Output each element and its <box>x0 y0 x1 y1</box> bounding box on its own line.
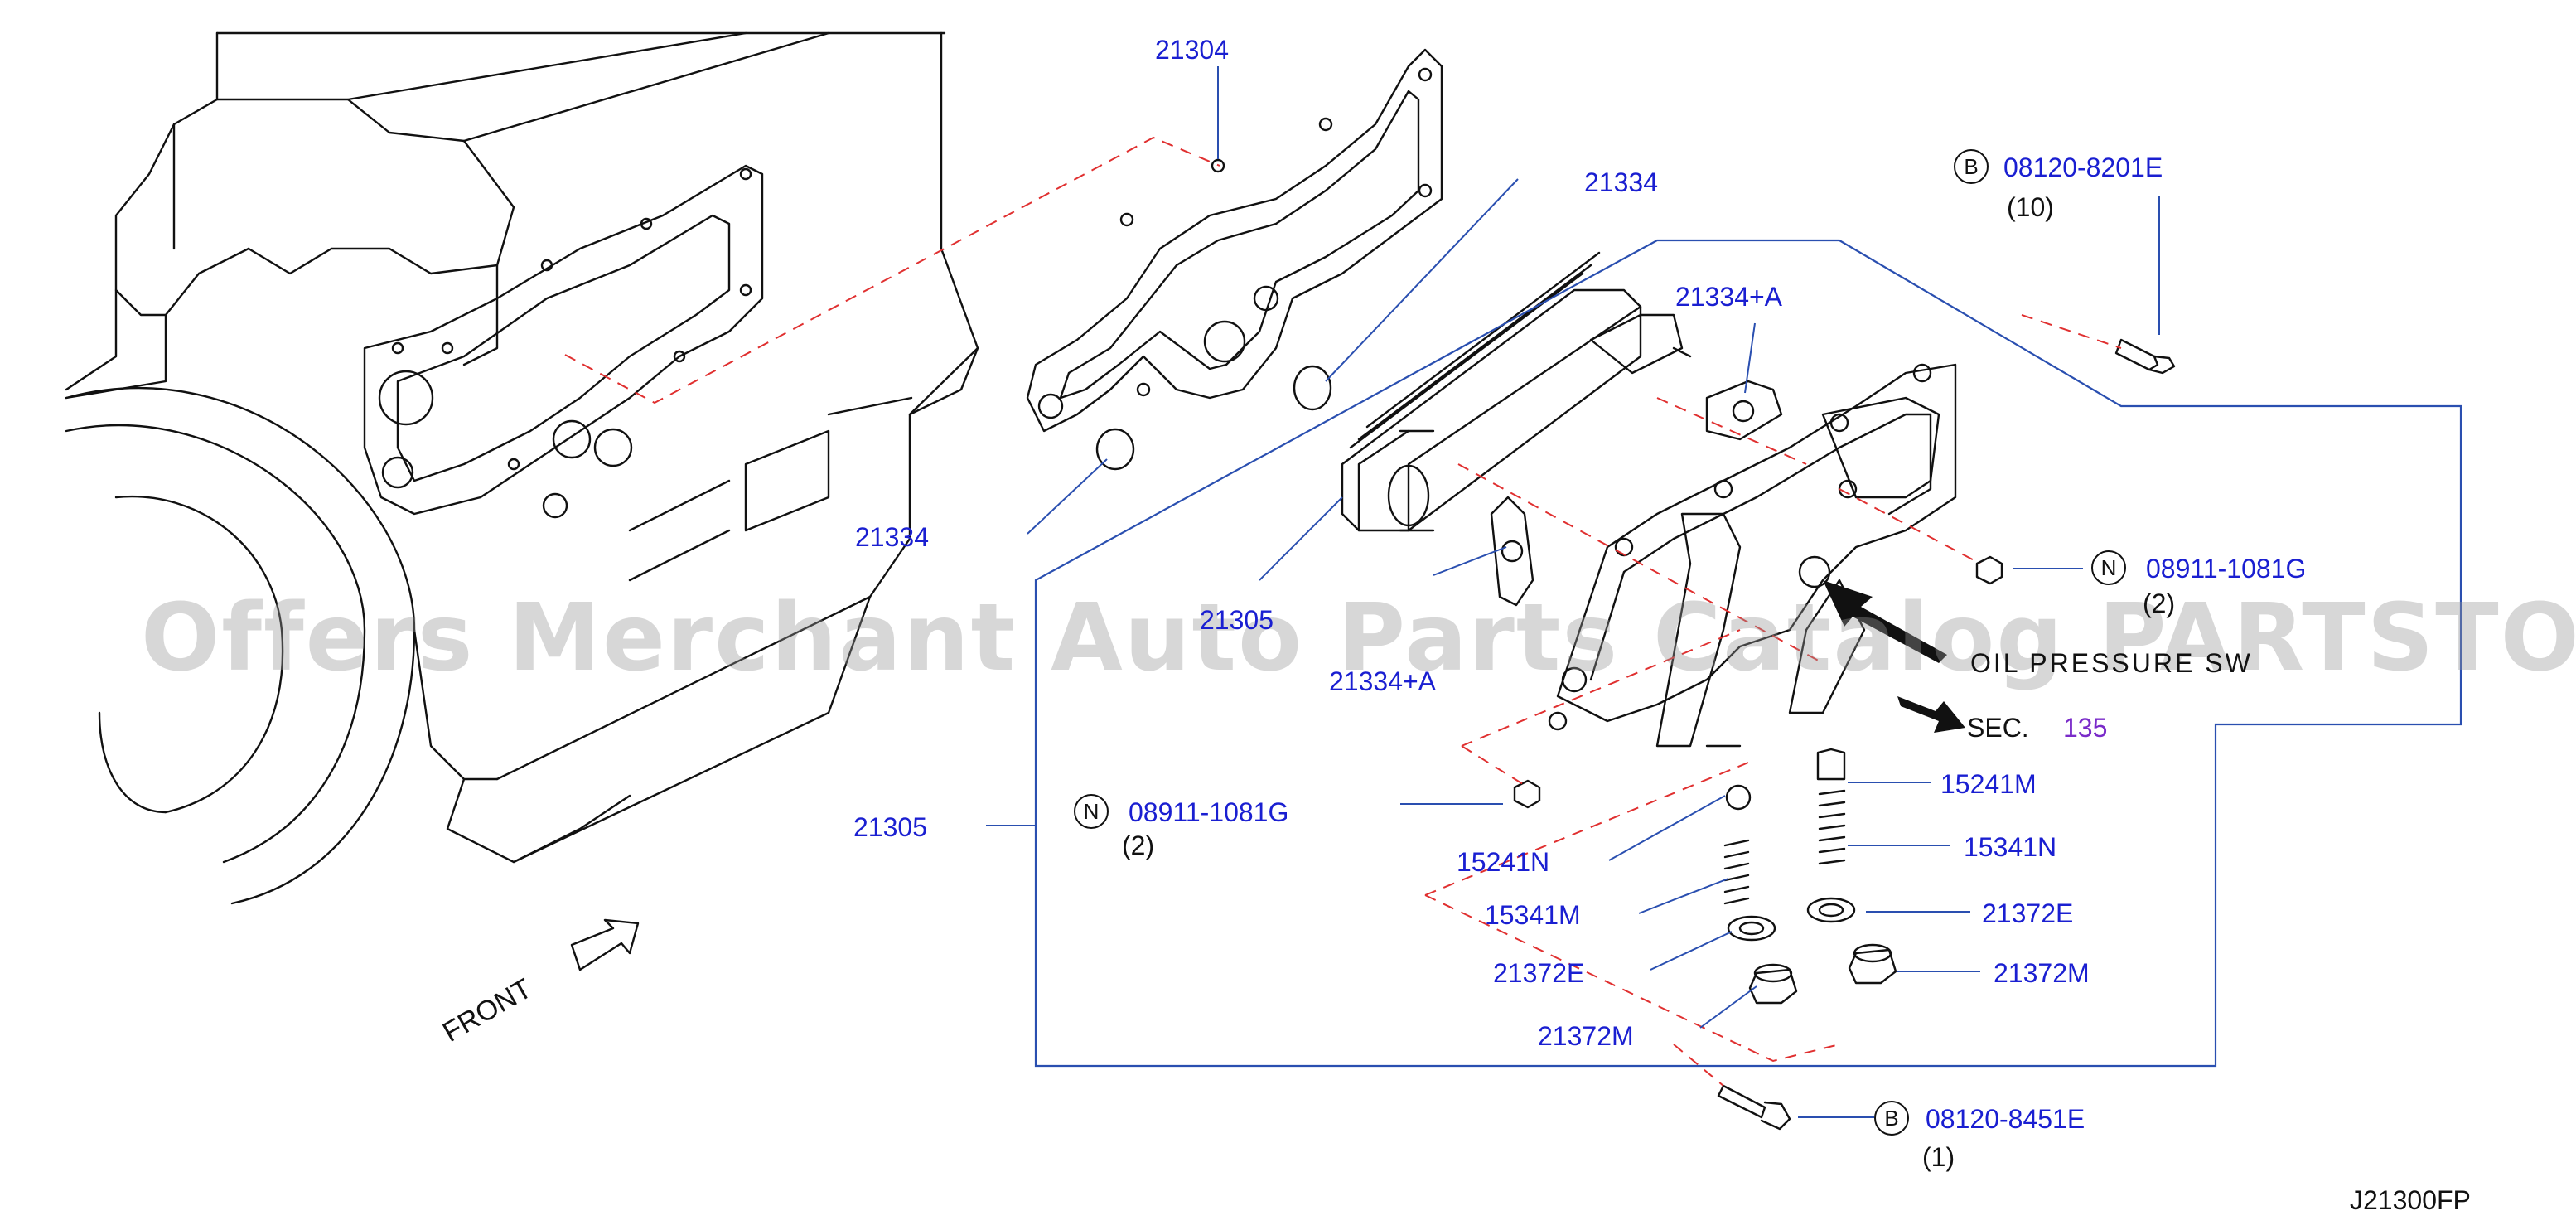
callout-21305-obscured: 21305 <box>1200 605 1274 635</box>
marker-b-bottom: B <box>1874 1101 1909 1136</box>
callout-21305: 21305 <box>853 812 927 842</box>
assembly-frame <box>1034 239 2462 1068</box>
right-valve-stack <box>1806 748 1897 985</box>
callout-nut-left-code: 08911-1081G <box>1129 797 1289 827</box>
assembly-lines <box>564 136 2122 1087</box>
gasket-21304 <box>1026 48 1443 433</box>
nut-08911-right <box>1975 555 2003 585</box>
figure-id: J21300FP <box>2350 1185 2471 1215</box>
callout-15241m: 15241M <box>1940 769 2037 799</box>
callout-21334a-top: 21334+A <box>1675 282 1783 312</box>
callout-bolt-bottom-qty: (1) <box>1922 1142 1955 1172</box>
callout-21334-top: 21334 <box>1584 167 1658 197</box>
callout-15241n: 15241N <box>1457 847 1550 877</box>
bolt-08120-8451e <box>1717 1084 1791 1131</box>
oil-cooler-housing <box>1548 363 1957 748</box>
leader-lines <box>986 66 2160 1118</box>
bolt-08120-8201e <box>2114 338 2176 375</box>
marker-n-right: N <box>2091 550 2126 585</box>
oil-pressure-arrow <box>1823 580 1947 663</box>
callout-21372m-left: 21372M <box>1538 1021 1634 1051</box>
label-sec: SEC. <box>1967 713 2029 743</box>
marker-n-left: N <box>1074 794 1109 829</box>
callout-nut-left-qty: (2) <box>1122 830 1155 860</box>
callout-21334a-low: 21334+A <box>1329 666 1437 696</box>
gasket-21334a-top <box>1705 380 1783 441</box>
front-arrow <box>570 918 640 971</box>
label-sec-number: 135 <box>2063 713 2108 743</box>
sec-arrow <box>1897 696 1965 733</box>
callout-15341n: 15341N <box>1964 832 2057 862</box>
nut-08911-left <box>1513 779 1541 809</box>
callout-nut-right-code: 08911-1081G <box>2146 554 2307 584</box>
callout-nut-right-qty: (2) <box>2143 588 2176 618</box>
callout-21372e-right: 21372E <box>1982 898 2074 928</box>
callout-21372e-left: 21372E <box>1493 958 1585 988</box>
watermark-text: Offers Merchant Auto Parts Catalog PARTS… <box>141 584 2576 692</box>
callout-bolt-bottom-code: 08120-8451E <box>1926 1104 2085 1134</box>
callout-15341m: 15341M <box>1485 900 1581 930</box>
label-oil-pressure-sw: OIL PRESSURE SW <box>1970 648 2253 678</box>
callout-bolt-top-qty: (10) <box>2007 192 2054 222</box>
callout-21304: 21304 <box>1155 35 1229 65</box>
oil-cooler <box>1341 251 1692 532</box>
gasket-21334a-low <box>1490 496 1534 607</box>
callout-21372m-right: 21372M <box>1994 958 2090 988</box>
engine-block <box>65 31 979 905</box>
marker-b-top: B <box>1954 149 1989 184</box>
callout-21334-left: 21334 <box>855 522 929 552</box>
o-ring-21334-left <box>1095 428 1135 471</box>
callout-bolt-top-code: 08120-8201E <box>2003 153 2163 182</box>
o-ring-21334-top <box>1293 365 1332 411</box>
left-valve-stack <box>1723 784 1798 1005</box>
